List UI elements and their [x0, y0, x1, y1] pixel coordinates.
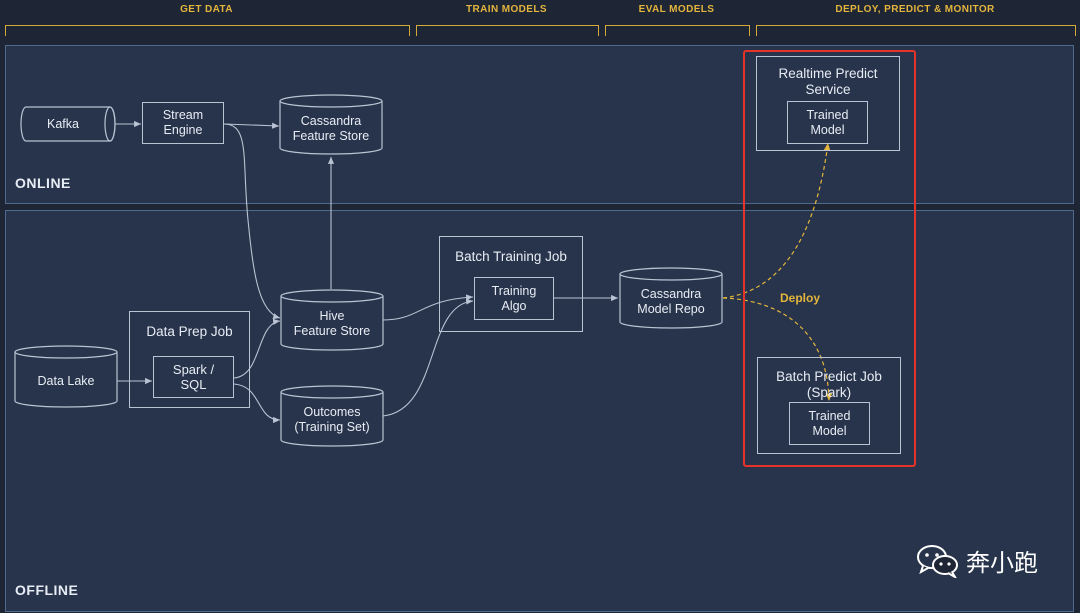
batch-predict-job-title: Batch Predict Job(Spark)	[776, 369, 882, 400]
deploy-highlight-frame	[743, 50, 916, 467]
stage-bracket-get-data	[5, 25, 410, 36]
edge-deploy-batch	[722, 297, 833, 402]
watermark: 奔小跑	[916, 543, 1038, 578]
stage-label-train-models: TRAIN MODELS	[466, 4, 547, 15]
data-lake-label: Data Lake	[37, 373, 95, 388]
stage-label-get-data: GET DATA	[180, 4, 233, 15]
cassandra-model-repo-node	[619, 267, 723, 329]
outcomes-node	[280, 385, 384, 447]
stage-bracket-train-models	[416, 25, 599, 36]
batch-training-job-node: Batch Training Job	[439, 236, 583, 332]
batch-training-job-title: Batch Training Job	[455, 249, 567, 264]
wechat-icon	[917, 544, 958, 578]
cassandra-feature-store-node	[279, 94, 383, 155]
online-zone-label: ONLINE	[15, 175, 71, 191]
edge-stream-hive	[223, 123, 281, 320]
kafka-label: Kafka	[47, 116, 79, 131]
edge-spark-outcomes	[233, 383, 281, 424]
outcomes-label: Outcomes(Training Set)	[294, 405, 370, 434]
edge-spark-hive	[233, 318, 281, 379]
offline-zone-label: OFFLINE	[15, 582, 79, 598]
edge-hive-training	[382, 294, 474, 321]
watermark-text: 奔小跑	[966, 550, 1038, 577]
spark-sql-node: Spark /SQL	[153, 356, 234, 398]
data-prep-job-title: Data Prep Job	[146, 324, 233, 339]
stage-bracket-eval-models	[605, 25, 750, 36]
edge-outcomes-training	[382, 298, 474, 417]
online-zone	[5, 45, 1074, 204]
stage-bracket-deploy	[756, 25, 1076, 36]
stage-label-deploy: DEPLOY, PREDICT & MONITOR	[835, 4, 995, 15]
hive-feature-store-node	[280, 289, 384, 351]
edge-deploy-realtime	[722, 142, 831, 299]
data-lake-node	[14, 345, 118, 408]
batch-predict-job-node: Batch Predict Job(Spark)	[757, 357, 901, 454]
data-prep-job-node: Data Prep Job	[129, 311, 250, 408]
stage-label-eval-models: EVAL MODELS	[638, 4, 715, 15]
deploy-label: Deploy	[780, 291, 821, 305]
edge-stream-cassandra	[223, 122, 280, 129]
